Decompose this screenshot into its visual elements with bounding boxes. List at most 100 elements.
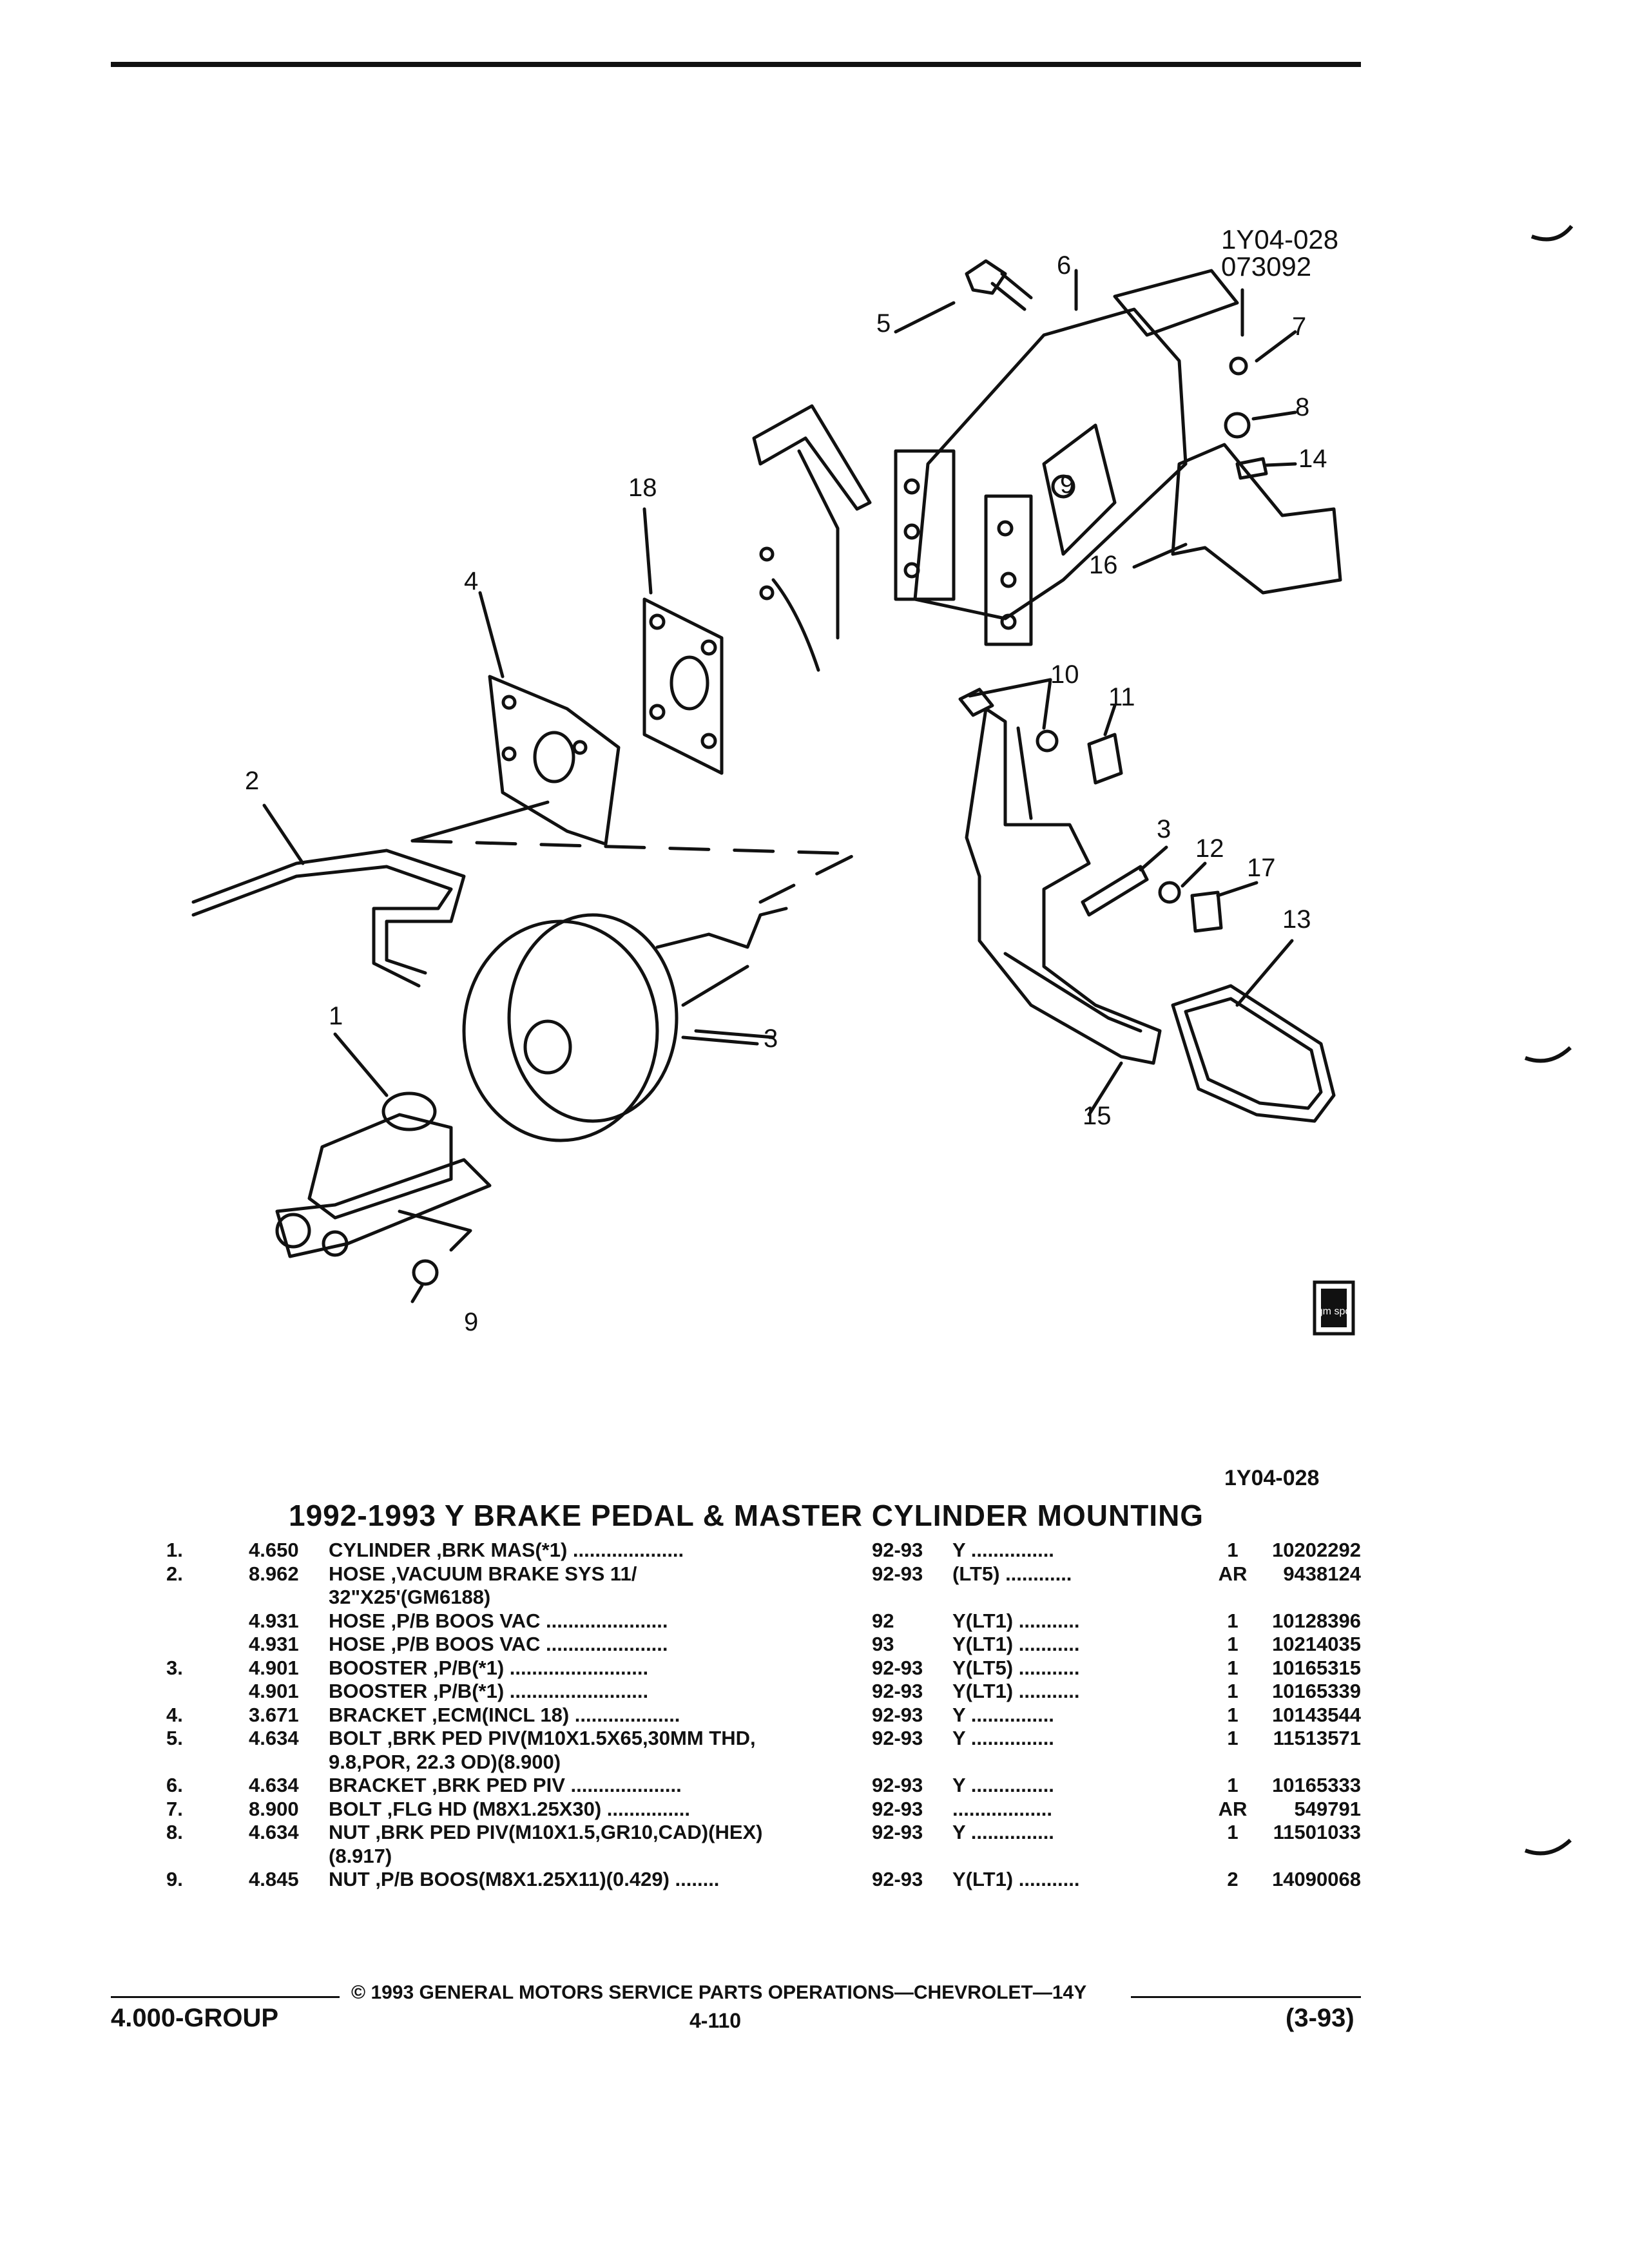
parts-years: 92-93 xyxy=(872,1680,923,1702)
parts-no: 9. xyxy=(166,1868,183,1890)
parts-model: Y(LT1) ........... xyxy=(952,1868,1080,1890)
parts-group: 4.931 xyxy=(249,1633,299,1655)
parts-no: 8. xyxy=(166,1821,183,1843)
parts-desc: BOLT ,BRK PED PIV(M10X1.5X65,30MM THD, xyxy=(329,1727,756,1749)
vacuum-hose-2 xyxy=(191,849,466,988)
bracket-17 xyxy=(1171,443,1342,595)
parts-row: 4.901 BOOSTER ,P/B(*1) ..................… xyxy=(166,1680,1365,1704)
firewall-channel xyxy=(752,404,872,672)
parts-pn: 10165339 xyxy=(1272,1680,1361,1702)
parts-qty: AR xyxy=(1218,1562,1248,1585)
figure-bottom-label: 1Y04-028 xyxy=(1224,1466,1320,1490)
figure-id: 1Y04-028 xyxy=(1221,224,1339,255)
callout-label: 13 xyxy=(1282,905,1311,934)
parts-no: 1. xyxy=(166,1539,183,1561)
margin-mark xyxy=(1524,1046,1572,1063)
parts-qty: 1 xyxy=(1227,1774,1239,1796)
parts-desc: 9.8,POR, 22.3 OD)(8.900) xyxy=(329,1750,561,1773)
parts-no: 4. xyxy=(166,1703,183,1726)
margin-mark xyxy=(1530,225,1574,242)
svg-text:gm spo: gm spo xyxy=(1317,1306,1351,1317)
parts-years: 92-93 xyxy=(872,1562,923,1585)
callout-label: 4 xyxy=(464,567,478,595)
footer-group: 4.000-GROUP xyxy=(111,2004,279,2032)
parts-row: 32"X25'(GM6188) xyxy=(166,1586,1365,1610)
parts-group: 8.900 xyxy=(249,1797,299,1820)
section-title: 1992-1993 Y BRAKE PEDAL & MASTER CYLINDE… xyxy=(289,1499,1204,1532)
parts-pn: 14090068 xyxy=(1272,1868,1361,1890)
parts-pn: 10128396 xyxy=(1272,1609,1361,1632)
pedal-pivot-bracket xyxy=(894,269,1239,646)
master-cylinder-1 xyxy=(275,1091,492,1258)
parts-pn: 549791 xyxy=(1294,1797,1361,1820)
parts-qty: 1 xyxy=(1227,1727,1239,1749)
ecm-bracket-4 xyxy=(488,675,621,846)
figure-date: 073092 xyxy=(1221,251,1312,282)
bolt-5 xyxy=(965,259,1033,311)
parts-model: (LT5) ............ xyxy=(952,1562,1072,1585)
callout-label: 15 xyxy=(1083,1102,1112,1130)
parts-desc: NUT ,BRK PED PIV(M10X1.5,GR10,CAD)(HEX) xyxy=(329,1821,763,1843)
parts-qty: 1 xyxy=(1227,1821,1239,1843)
top-rule xyxy=(111,62,1361,67)
callout-label: 9 xyxy=(464,1308,478,1336)
parts-group: 4.931 xyxy=(249,1609,299,1632)
parts-pn: 10143544 xyxy=(1272,1703,1361,1726)
parts-group: 4.845 xyxy=(249,1868,299,1890)
footer-rule-left xyxy=(111,1996,340,1998)
parts-years: 92-93 xyxy=(872,1797,923,1820)
parts-pn: 10165333 xyxy=(1272,1774,1361,1796)
parts-desc: 32"X25'(GM6188) xyxy=(329,1586,491,1608)
callout-label: 3 xyxy=(1157,815,1171,843)
parts-qty: 1 xyxy=(1227,1656,1239,1679)
parts-pn: 11513571 xyxy=(1273,1727,1361,1749)
parts-years: 92-93 xyxy=(872,1727,923,1749)
parts-years: 92-93 xyxy=(872,1774,923,1796)
parts-years: 92-93 xyxy=(872,1703,923,1726)
callout-label: 17 xyxy=(1247,854,1276,882)
footer-rule-right xyxy=(1131,1996,1361,1998)
parts-model: Y ............... xyxy=(952,1774,1054,1796)
parts-group: 8.962 xyxy=(249,1562,299,1585)
callout-label: 9 xyxy=(1060,470,1074,499)
parts-desc: HOSE ,P/B BOOS VAC .....................… xyxy=(329,1633,668,1655)
parts-no: 7. xyxy=(166,1797,183,1820)
parts-model: Y ............... xyxy=(952,1727,1054,1749)
parts-qty: 1 xyxy=(1227,1633,1239,1655)
parts-desc: BOOSTER ,P/B(*1) .......................… xyxy=(329,1680,649,1702)
parts-desc: BOLT ,FLG HD (M8X1.25X30) ..............… xyxy=(329,1797,690,1820)
parts-group: 4.901 xyxy=(249,1656,299,1679)
parts-years: 92-93 xyxy=(872,1868,923,1890)
parts-desc: BRACKET ,ECM(INCL 18) ..................… xyxy=(329,1703,680,1726)
parts-years: 92 xyxy=(872,1609,894,1632)
parts-group: 4.634 xyxy=(249,1821,299,1843)
gm-spo-logo: gm spo xyxy=(1313,1280,1355,1336)
parts-group: 4.650 xyxy=(249,1539,299,1561)
parts-group: 4.634 xyxy=(249,1727,299,1749)
parts-row: 9.8,POR, 22.3 OD)(8.900) xyxy=(166,1751,1365,1774)
callout-label: 14 xyxy=(1298,445,1327,473)
parts-qty: 1 xyxy=(1227,1703,1239,1726)
parts-pn: 10165315 xyxy=(1272,1656,1361,1679)
parts-qty: 2 xyxy=(1227,1868,1239,1890)
parts-model: Y(LT1) ........... xyxy=(952,1680,1080,1702)
parts-desc: HOSE ,P/B BOOS VAC .....................… xyxy=(329,1609,668,1632)
parts-model: Y(LT5) ........... xyxy=(952,1656,1080,1679)
brake-pedal-15 xyxy=(965,707,1162,1065)
parts-model: .................. xyxy=(952,1797,1053,1820)
margin-mark xyxy=(1524,1838,1572,1856)
parts-row: 4.931 HOSE ,P/B BOOS VAC ................… xyxy=(166,1610,1365,1633)
callout-label: 16 xyxy=(1089,551,1118,579)
parts-model: Y ............... xyxy=(952,1539,1054,1561)
footer-copyright: © 1993 GENERAL MOTORS SERVICE PARTS OPER… xyxy=(351,1982,1087,2003)
parts-pn: 9438124 xyxy=(1283,1562,1361,1585)
callout-label: 12 xyxy=(1195,834,1224,863)
parts-group: 4.901 xyxy=(249,1680,299,1702)
parts-no: 5. xyxy=(166,1727,183,1749)
brake-booster-3 xyxy=(462,907,788,1142)
parts-desc: (8.917) xyxy=(329,1844,392,1867)
